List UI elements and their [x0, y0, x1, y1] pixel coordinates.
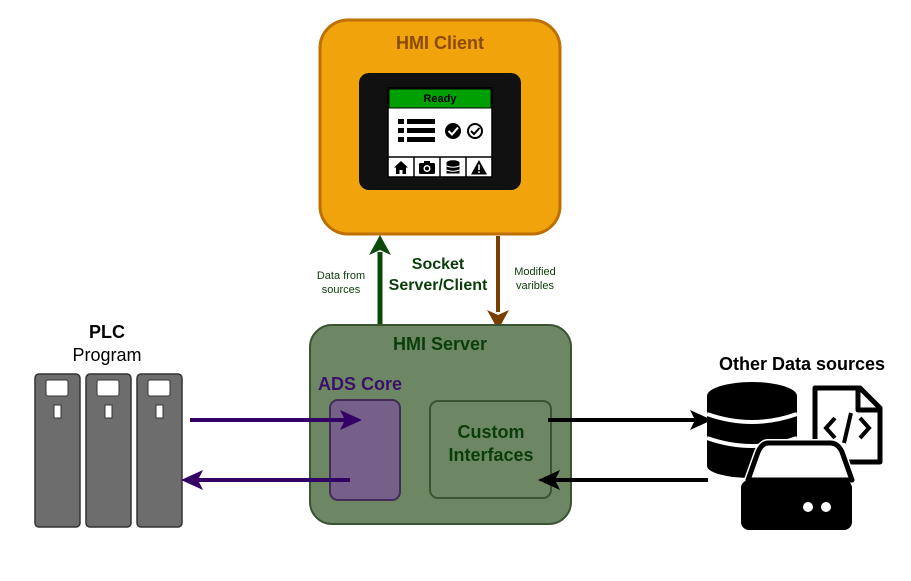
ads-core-box [329, 399, 401, 501]
modified-variables-label: Modified [514, 266, 556, 278]
modified-variables-label: varibles [516, 280, 554, 292]
socket-label: Server/Client [389, 277, 488, 294]
socket-label: Socket [412, 256, 465, 273]
plc-rack-unit [85, 373, 132, 528]
custom-interfaces-label: Interfaces [448, 445, 533, 465]
data-from-sources-label: sources [322, 284, 361, 296]
custom-to-sources-arrow [548, 410, 712, 430]
plc-to-ads-arrow [190, 410, 362, 430]
check-circle-icon [445, 123, 461, 139]
sources-to-custom-arrow [538, 470, 708, 490]
camera-icon[interactable] [419, 161, 435, 174]
modified-variables-arrow [487, 236, 509, 330]
ads-core-title: ADS Core [318, 374, 402, 394]
check-circle-icon [467, 123, 483, 139]
custom-interfaces-label: Custom [458, 422, 525, 442]
database-icon[interactable] [446, 160, 460, 174]
hmi-client-box: HMI Client Ready [318, 18, 562, 236]
hard-drive-icon [741, 439, 856, 530]
hmi-client-title: HMI Client [396, 33, 484, 53]
other-data-sources-group: Other Data sources [706, 354, 885, 530]
home-icon[interactable] [394, 161, 408, 174]
data-from-sources-arrow [369, 235, 391, 330]
plc-rack-unit [34, 373, 81, 528]
list-icon [398, 119, 435, 142]
custom-interfaces-box [429, 400, 552, 499]
plc-rack-unit [136, 373, 183, 528]
other-data-sources-title: Other Data sources [719, 354, 885, 374]
screen-status: Ready [423, 93, 457, 105]
warning-icon[interactable] [471, 160, 487, 175]
plc-title: PLC [89, 322, 125, 342]
plc-subtitle: Program [72, 345, 141, 365]
ads-to-plc-arrow [181, 470, 350, 490]
plc-group: PLC Program [34, 322, 183, 528]
data-from-sources-label: Data from [317, 270, 365, 282]
hmi-server-title: HMI Server [393, 334, 487, 354]
hmi-device: Ready [359, 73, 521, 190]
